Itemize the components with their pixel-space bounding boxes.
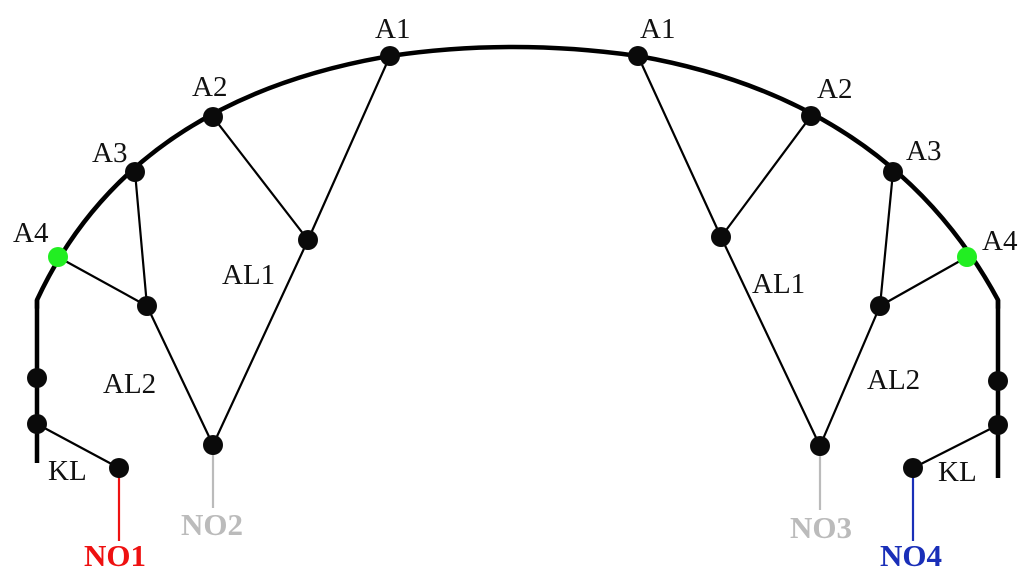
label-left-a1: A1 xyxy=(375,13,410,45)
bolt-left-a2-al1 xyxy=(211,115,310,242)
label-left-al1: AL1 xyxy=(222,259,275,291)
arch-lining xyxy=(34,44,1001,311)
node-left-a3 xyxy=(125,162,145,182)
label-left-a3: A3 xyxy=(92,137,127,169)
label-no4: NO4 xyxy=(880,538,942,571)
bolt-left-a4-al2 xyxy=(56,255,149,308)
label-left-a4: A4 xyxy=(13,217,49,249)
bolt-right-kl xyxy=(911,423,1000,470)
bolt-left-al1-junction xyxy=(211,238,310,447)
bolt-left-a1-al1 xyxy=(306,54,392,242)
node-left-a4 xyxy=(48,247,68,267)
bolt-left-al2-junction xyxy=(145,304,215,447)
node-right-junction xyxy=(810,436,830,456)
node-left-a1 xyxy=(380,46,400,66)
bolt-left-kl xyxy=(35,422,121,470)
node-left-al1 xyxy=(298,230,318,250)
label-right-a1: A1 xyxy=(640,13,675,45)
label-right-al2: AL2 xyxy=(867,364,920,396)
label-right-a4: A4 xyxy=(982,225,1018,257)
label-left-a2: A2 xyxy=(192,71,227,103)
bolt-right-a4-al2 xyxy=(878,255,969,308)
label-right-kl: KL xyxy=(938,456,977,488)
node-left-wall-1 xyxy=(27,368,47,388)
bolt-right-al1-junction xyxy=(719,235,822,448)
bolt-right-a1-al1 xyxy=(636,54,723,239)
node-right-a3 xyxy=(883,162,903,182)
node-left-a2 xyxy=(203,107,223,127)
label-no1: NO1 xyxy=(84,538,146,571)
bolt-right-al2-junction xyxy=(818,304,882,448)
node-right-al2 xyxy=(870,296,890,316)
node-right-wall-1 xyxy=(988,371,1008,391)
bolt-right-a3-al2 xyxy=(878,170,895,308)
node-right-wall-2 xyxy=(988,415,1008,435)
label-left-al2: AL2 xyxy=(103,368,156,400)
node-right-al1 xyxy=(711,227,731,247)
label-left-kl: KL xyxy=(48,455,87,487)
label-no3: NO3 xyxy=(790,510,852,545)
label-right-a2: A2 xyxy=(817,73,852,105)
node-right-kl xyxy=(903,458,923,478)
node-left-wall-2 xyxy=(27,414,47,434)
bolt-left-a3-al2 xyxy=(133,170,149,308)
node-left-kl xyxy=(109,458,129,478)
label-no2: NO2 xyxy=(181,507,243,542)
bolt-right-a2-al1 xyxy=(719,114,813,239)
node-right-a4 xyxy=(957,247,977,267)
node-left-junction xyxy=(203,435,223,455)
label-right-al1: AL1 xyxy=(752,268,805,300)
node-right-a2 xyxy=(801,106,821,126)
node-left-al2 xyxy=(137,296,157,316)
label-right-a3: A3 xyxy=(906,135,941,167)
node-right-a1 xyxy=(628,46,648,66)
